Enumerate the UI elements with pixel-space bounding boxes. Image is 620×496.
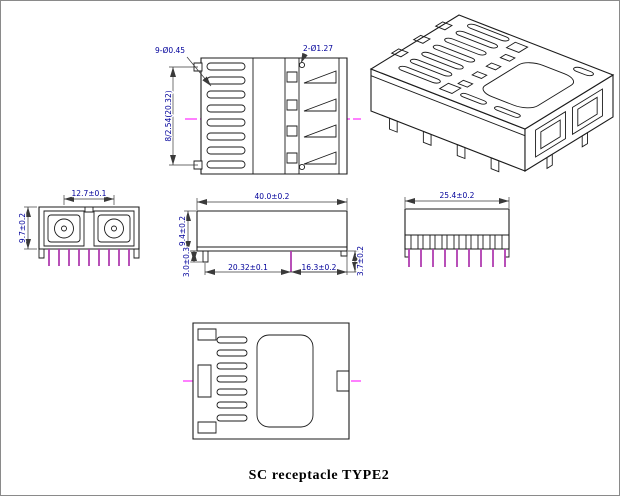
side-view-pin-span-dim-text: 20.32±0.1: [228, 263, 268, 272]
side-view-pin-length-dimension: 3.7±0.2: [293, 244, 366, 277]
front-view-port-left: [44, 211, 84, 246]
rear-view-comb-slots: [411, 235, 502, 249]
rear-view-width-dimension: 25.4±0.2: [404, 190, 510, 208]
side-view-height-dimension: 9.4±0.2: [177, 210, 196, 252]
top-view-holes-callout: 9-Ø0.45: [154, 45, 212, 87]
drawing-title: SC receptacle TYPE2: [249, 468, 390, 483]
top-view: 8/2.54(20.32) 9-Ø0.45 2-Ø1.27: [154, 43, 361, 174]
front-view-pins: [48, 249, 130, 266]
side-view-length-dimension: 40.0±0.2: [196, 191, 348, 210]
side-view: 40.0±0.2 9.4±0.2 20.32±0.1 16.3±0.2 3.0±…: [177, 191, 367, 279]
side-view-standoff-dim-text: 3.0±0.3: [182, 247, 191, 277]
front-view-height-dim-text: 9.7±0.2: [18, 213, 27, 243]
bottom-view: [183, 323, 361, 439]
top-view-posts-label: 2-Ø1.27: [303, 44, 333, 53]
side-view-length-dim-text: 40.0±0.2: [255, 192, 290, 201]
bottom-view-vent-slots: [217, 337, 247, 421]
top-view-pitch-dimension: 8/2.54(20.32): [163, 66, 198, 166]
front-view-pitch-dimension: 12.7±0.1: [63, 188, 115, 205]
iso-port-face-details: [536, 89, 603, 175]
front-view-outline: [39, 207, 139, 249]
isometric-view: [371, 15, 613, 182]
rear-view: 25.4±0.2: [404, 190, 510, 267]
top-view-contacts: [287, 71, 336, 164]
front-view-pitch-dim-text: 12.7±0.1: [72, 189, 107, 198]
front-view-foot-left: [39, 249, 44, 258]
bottom-view-outline: [193, 323, 349, 439]
rear-view-outline: [405, 209, 509, 249]
side-view-pin-span-dimension: 20.32±0.1: [204, 262, 291, 275]
front-view-port-right: [94, 211, 134, 246]
side-view-pin-edge-dimension: 16.3±0.2: [291, 252, 348, 275]
side-view-height-dim-text: 9.4±0.2: [178, 216, 187, 246]
iso-front-face-details: [371, 76, 525, 182]
front-view: 12.7±0.1 9.7±0.2: [17, 188, 139, 266]
side-view-foot-right: [341, 251, 347, 256]
front-view-height-dimension: 9.7±0.2: [17, 206, 37, 250]
side-view-pin-edge-dim-text: 16.3±0.2: [302, 263, 337, 272]
iso-top-face-details: [375, 16, 597, 120]
locator-hole-bottom: [299, 164, 304, 169]
top-view-posts-callout: 2-Ø1.27: [300, 43, 335, 64]
side-view-outline: [197, 211, 347, 251]
top-view-holes-label: 9-Ø0.45: [155, 46, 185, 55]
side-view-leg: [203, 251, 208, 262]
side-view-pin-length-dim-text: 3.7±0.2: [356, 246, 365, 276]
iso-top-face: [371, 15, 613, 129]
bottom-view-sc-window: [257, 335, 313, 427]
front-view-foot-right: [134, 249, 139, 258]
side-view-standoff-dimension: 3.0±0.3: [181, 245, 203, 278]
top-view-pitch-label: 8/2.54(20.32): [164, 90, 173, 141]
bottom-view-latch-notch: [337, 371, 349, 391]
rear-view-width-dim-text: 25.4±0.2: [440, 191, 475, 200]
rear-view-pins: [408, 249, 506, 267]
iso-sc-window: [477, 59, 580, 111]
